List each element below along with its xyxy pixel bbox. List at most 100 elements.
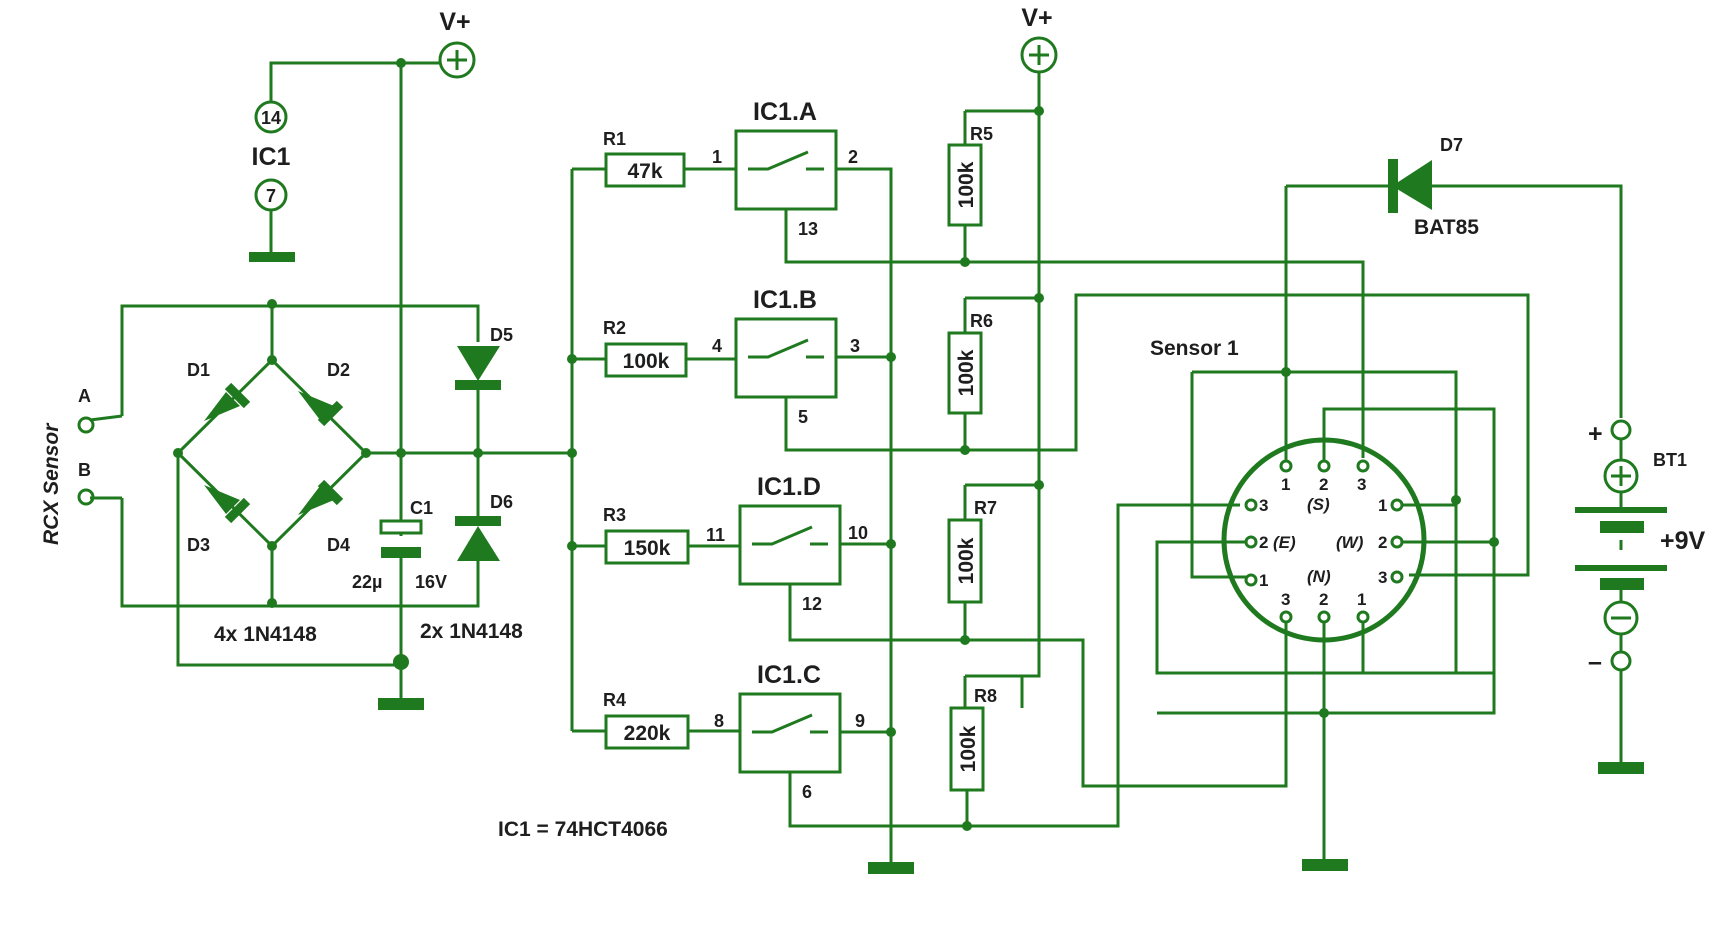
r5-label: R5	[970, 124, 993, 144]
sensor-right-pin2: 2	[1378, 533, 1387, 552]
ic1c-label: IC1.C	[757, 661, 821, 689]
r1-value: 47k	[627, 160, 662, 183]
sensor-right-pin3: 3	[1378, 568, 1387, 587]
d4-label: D4	[327, 535, 350, 555]
resistor-r7: R7 100k	[947, 498, 997, 604]
resistor-r4: R4 220k	[603, 690, 740, 750]
r5-value: 100k	[955, 161, 978, 208]
d6-label: D6	[490, 492, 513, 512]
ic1a-pin-out: 2	[848, 147, 858, 167]
ic1a-label: IC1.A	[753, 98, 817, 126]
sensor-dir-s: (S)	[1307, 495, 1330, 514]
d3-label: D3	[187, 535, 210, 555]
c1-voltage: 16V	[415, 572, 447, 592]
ic1a-pin-ctl: 13	[798, 219, 818, 239]
capacitor-c1: C1 22µ 16V	[352, 498, 447, 592]
pair-diodes-label: 2x 1N4148	[420, 620, 523, 643]
sensor-top-pin3: 3	[1357, 475, 1366, 494]
sensor-left-pin3: 3	[1259, 496, 1268, 515]
sensor-dir-n: (N)	[1307, 567, 1331, 586]
ground-symbol-sensor	[1302, 859, 1348, 871]
battery-plus-terminal: +	[1588, 420, 1603, 448]
r8-value: 100k	[957, 725, 980, 772]
sensor-dir-w: (W)	[1336, 533, 1364, 552]
c1-capacitance: 22µ	[352, 572, 382, 592]
d1-label: D1	[187, 360, 210, 380]
ic1b-label: IC1.B	[753, 286, 817, 314]
ic1d-pin-ctl: 12	[802, 594, 822, 614]
resistor-r8: R8 100k	[949, 686, 997, 792]
d7-label: D7	[1440, 135, 1463, 155]
sensor-dir-e: (E)	[1273, 533, 1296, 552]
sensor-left-pin1: 1	[1259, 571, 1268, 590]
ic1b-pin-ctl: 5	[798, 407, 808, 427]
r6-value: 100k	[955, 349, 978, 396]
vplus-right-label: V+	[1021, 4, 1052, 32]
r4-value: 220k	[624, 722, 671, 745]
ic1-power-label: IC1	[252, 143, 291, 171]
diode-d4	[298, 479, 344, 515]
sensor1-label: Sensor 1	[1150, 337, 1239, 360]
r7-value: 100k	[955, 537, 978, 584]
ic1b-pin-in: 4	[712, 336, 722, 356]
ic1c-pin-ctl: 6	[802, 782, 812, 802]
battery-bt1: + – BT1 +9V	[1575, 419, 1706, 774]
resistor-r3: R3 150k	[603, 505, 740, 565]
terminal-a-label: A	[78, 386, 91, 406]
diode-d7: D7 BAT85	[1286, 135, 1623, 418]
d7-type-label: BAT85	[1414, 216, 1479, 239]
d2-label: D2	[327, 360, 350, 380]
r3-value: 150k	[624, 537, 671, 560]
vplus-left-terminal: V+	[438, 8, 476, 79]
vplus-right-terminal: V+	[1020, 4, 1058, 74]
diode-d2	[298, 391, 344, 427]
r7-label: R7	[974, 498, 997, 518]
terminal-b-label: B	[78, 460, 91, 480]
ic1d-pin-in: 11	[706, 525, 725, 545]
ic1b-pin-out: 3	[850, 336, 860, 356]
ic1d-pin-out: 10	[848, 523, 868, 543]
ground-symbol-battery	[1598, 762, 1644, 774]
ic1c-pin-in: 8	[714, 711, 724, 731]
r2-value: 100k	[623, 350, 670, 373]
sensor-left-pin2: 2	[1259, 533, 1268, 552]
sensor-bot-pin1: 1	[1357, 590, 1366, 609]
bt1-label: BT1	[1653, 450, 1687, 470]
r3-label: R3	[603, 505, 626, 525]
switch-ic1c: IC1.C 8 9 6	[714, 661, 865, 802]
resistor-r5: R5 100k	[947, 124, 993, 227]
r2-label: R2	[603, 318, 626, 338]
bridge-diodes-label: 4x 1N4148	[214, 623, 317, 646]
vplus-left-label: V+	[439, 8, 470, 36]
sensor-bot-pin3: 3	[1281, 590, 1290, 609]
resistor-r6: R6 100k	[947, 311, 993, 415]
ground-symbol-bus	[868, 862, 914, 874]
ground-symbol-bridge	[378, 698, 424, 710]
ic1-type-label: IC1 = 74HCT4066	[498, 818, 668, 841]
ic1d-label: IC1.D	[757, 473, 821, 501]
r8-label: R8	[974, 686, 997, 706]
battery-voltage-label: +9V	[1660, 527, 1706, 555]
diode-d5: D5	[455, 325, 513, 390]
rcx-sensor-terminals: A B RCX Sensor	[40, 386, 123, 545]
r4-label: R4	[603, 690, 626, 710]
diode-d3	[204, 485, 251, 524]
diode-d6: D6	[455, 492, 513, 561]
ic1-pin14-label: 14	[261, 108, 281, 128]
ic1-pin7-label: 7	[266, 186, 276, 206]
resistor-r1: R1 47k	[603, 129, 736, 188]
sensor-top-pin1: 1	[1281, 475, 1290, 494]
ground-symbol	[249, 252, 295, 262]
sensor-top-pin2: 2	[1319, 475, 1328, 494]
sensor-right-pin1: 1	[1378, 496, 1387, 515]
battery-minus-terminal: –	[1588, 648, 1602, 676]
c1-label: C1	[410, 498, 433, 518]
ic1c-pin-out: 9	[855, 711, 865, 731]
d5-label: D5	[490, 325, 513, 345]
sensor-bot-pin2: 2	[1319, 590, 1328, 609]
r6-label: R6	[970, 311, 993, 331]
r1-label: R1	[603, 129, 626, 149]
ic1a-pin-in: 1	[712, 147, 722, 167]
rcx-sensor-label: RCX Sensor	[40, 422, 63, 545]
